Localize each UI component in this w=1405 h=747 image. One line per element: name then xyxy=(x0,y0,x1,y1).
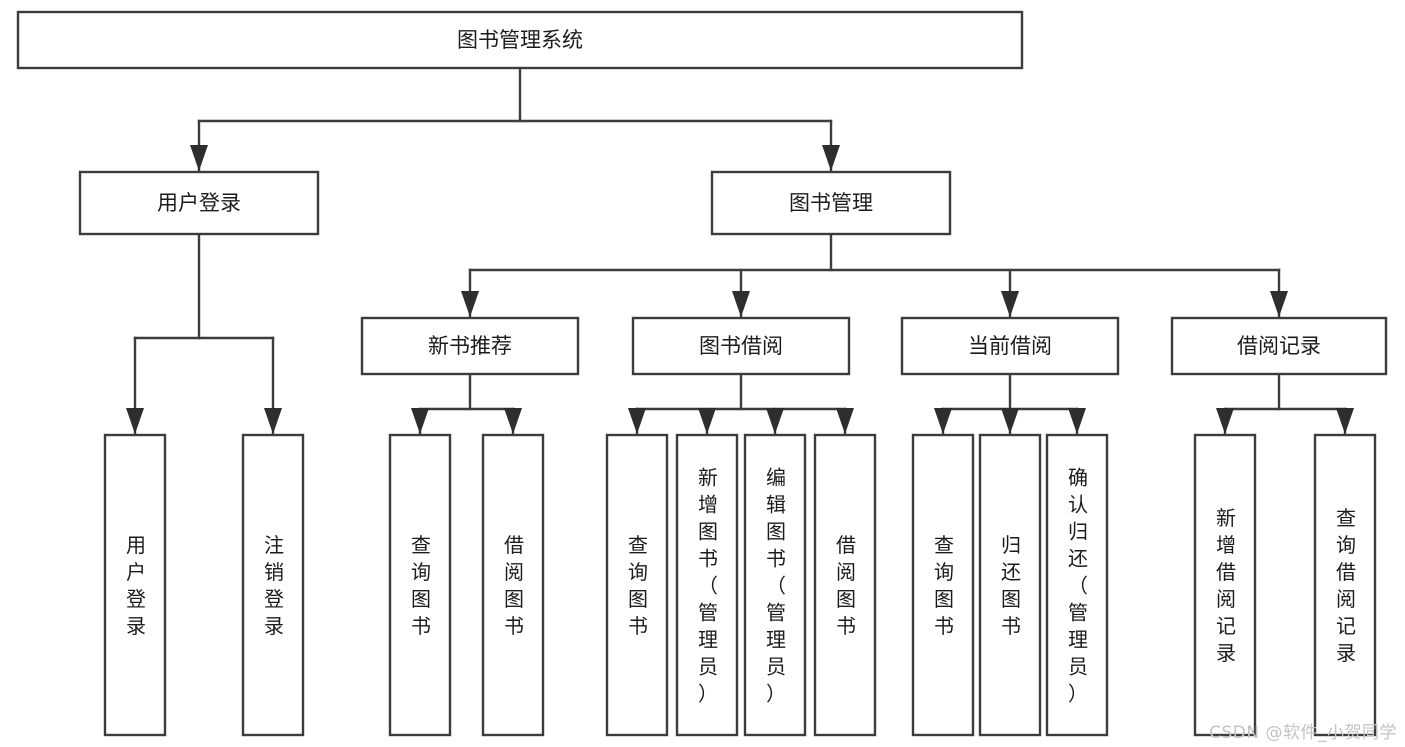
arrow-to-leaf-borrow-lend-book xyxy=(836,408,854,434)
node-label-leaf-rec-query-record: 查询借阅记录 xyxy=(1336,506,1356,665)
node-box-leaf-rec-add-record[interactable] xyxy=(1193,433,1257,737)
arrow-to-borrow-record xyxy=(1270,291,1288,317)
node-label-borrow-record: 借阅记录 xyxy=(1237,334,1321,358)
arrow-to-book-manage xyxy=(822,145,840,171)
node-label-leaf-borrow-query-book: 查询图书 xyxy=(628,533,648,638)
arrow-to-leaf-user-login xyxy=(126,408,144,434)
node-label-leaf-cur-return-book: 归还图书 xyxy=(1001,533,1021,638)
arrow-to-leaf-rec-add-record xyxy=(1216,408,1234,434)
node-label-leaf-rec-add-record: 新增借阅记录 xyxy=(1216,506,1236,665)
node-box-leaf-borrow-lend-book[interactable] xyxy=(813,433,877,737)
arrow-to-leaf-rec-query-book xyxy=(411,408,429,434)
node-label-leaf-rec-borrow-book: 借阅图书 xyxy=(504,533,524,638)
node-box-leaf-borrow-query-book[interactable] xyxy=(605,433,669,737)
node-box-root[interactable] xyxy=(16,10,1024,70)
node-box-leaf-cur-query-book[interactable] xyxy=(911,433,975,737)
arrow-to-user-login xyxy=(190,145,208,171)
node-box-user-login[interactable] xyxy=(78,170,320,236)
node-box-leaf-borrow-add-book[interactable] xyxy=(675,433,739,737)
node-box-borrow-record[interactable] xyxy=(1170,316,1388,376)
node-label-book-manage: 图书管理 xyxy=(789,191,873,215)
node-box-leaf-user-logout[interactable] xyxy=(241,433,305,737)
node-label-leaf-borrow-lend-book: 借阅图书 xyxy=(836,533,856,638)
node-box-book-borrow[interactable] xyxy=(631,316,851,376)
node-label-user-login: 用户登录 xyxy=(157,191,241,215)
arrow-to-book-borrow xyxy=(732,291,750,317)
node-box-leaf-borrow-edit-book[interactable] xyxy=(743,433,807,737)
node-label-leaf-borrow-edit-book: 编辑图书（管理员） xyxy=(766,466,786,706)
node-box-leaf-user-login[interactable] xyxy=(103,433,167,737)
node-label-book-borrow: 图书借阅 xyxy=(699,334,783,358)
node-box-leaf-rec-query-record[interactable] xyxy=(1313,433,1377,737)
node-box-leaf-cur-confirm-return[interactable] xyxy=(1045,433,1109,737)
node-label-current-borrow: 当前借阅 xyxy=(968,334,1052,358)
arrow-to-leaf-borrow-edit-book xyxy=(766,408,784,434)
node-box-leaf-rec-borrow-book[interactable] xyxy=(481,433,545,737)
node-label-leaf-user-login: 用户登录 xyxy=(126,533,146,638)
arrow-to-leaf-borrow-query-book xyxy=(628,408,646,434)
node-box-leaf-rec-query-book[interactable] xyxy=(388,433,452,737)
arrow-to-leaf-borrow-add-book xyxy=(698,408,716,434)
node-box-book-manage[interactable] xyxy=(710,170,952,236)
node-label-leaf-rec-query-book: 查询图书 xyxy=(411,533,431,638)
watermark-label: CSDN @软件_小贺同学 xyxy=(1209,723,1397,743)
node-box-leaf-cur-return-book[interactable] xyxy=(978,433,1042,737)
arrow-to-leaf-cur-return-book xyxy=(1001,408,1019,434)
arrow-to-leaf-cur-query-book xyxy=(934,408,952,434)
arrow-to-leaf-cur-confirm-return xyxy=(1068,408,1086,434)
node-box-current-borrow[interactable] xyxy=(900,316,1120,376)
node-label-leaf-user-logout: 注销登录 xyxy=(264,533,284,638)
node-label-leaf-cur-confirm-return: 确认归还（管理员） xyxy=(1068,466,1088,706)
node-label-leaf-cur-query-book: 查询图书 xyxy=(934,533,954,638)
arrow-to-leaf-rec-query-record xyxy=(1336,408,1354,434)
arrow-to-current-borrow xyxy=(1001,291,1019,317)
node-label-root: 图书管理系统 xyxy=(457,28,583,52)
node-label-leaf-borrow-add-book: 新增图书（管理员） xyxy=(698,466,718,706)
node-group: 图书管理系统用户登录图书管理新书推荐图书借阅当前借阅借阅记录用户登录注销登录查询… xyxy=(16,10,1388,737)
node-label-new-book-rec: 新书推荐 xyxy=(428,334,512,358)
arrow-to-leaf-user-logout xyxy=(264,408,282,434)
arrow-to-leaf-rec-borrow-book xyxy=(504,408,522,434)
connector-group xyxy=(126,66,1354,435)
arrow-to-new-book-rec xyxy=(461,291,479,317)
node-box-new-book-rec[interactable] xyxy=(360,316,580,376)
